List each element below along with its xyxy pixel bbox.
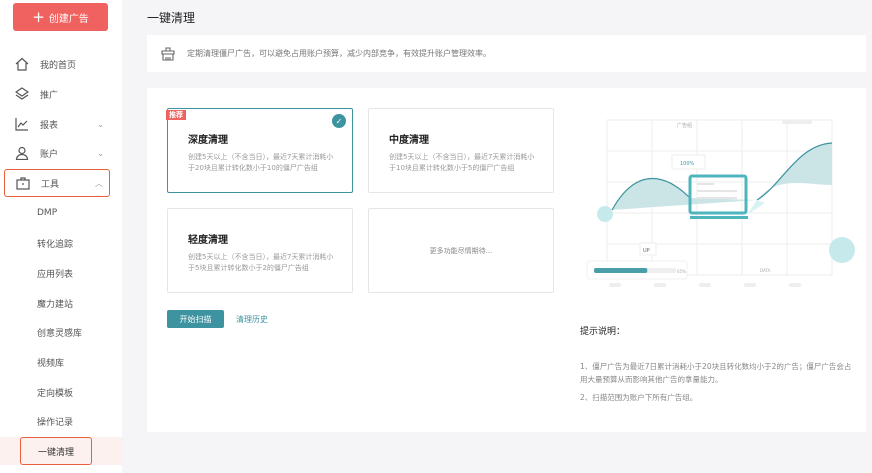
illus-label-top: 广告组: [677, 122, 692, 129]
illus-progress-label: 65%: [677, 269, 686, 274]
sub-item-log[interactable]: 操作记录: [37, 417, 74, 428]
menu-item-account[interactable]: 账户⌄: [4, 139, 110, 167]
broom-icon: [161, 46, 175, 61]
layers-icon: [14, 86, 30, 102]
clean-illustration: 广告组 100% UP 65% DATA: [586, 119, 855, 287]
chevron-down-icon: ⌄: [97, 148, 104, 158]
page-title: 一键清理: [147, 11, 196, 25]
sub-item-targeting[interactable]: 定向模板: [37, 388, 74, 399]
sub-item-one-click-clean[interactable]: 一键清理: [0, 437, 122, 465]
tip-item: 1、僵尸广告为最近7日累计消耗小于20块且转化数均小于2的广告；僵尸广告会占用大…: [580, 362, 852, 384]
recommend-badge: 推荐: [166, 110, 186, 120]
check-icon: ✓: [332, 114, 346, 128]
card-medium-clean[interactable]: 中度清理 创建5天以上（不含当日），最近7天累计消耗小于10块且累计转化数小于5…: [368, 108, 554, 193]
home-icon: [14, 56, 30, 72]
tips-title: 提示说明：: [580, 327, 626, 337]
chevron-up-icon: ︿: [95, 178, 103, 188]
menu-item-reports[interactable]: 报表⌄: [4, 110, 110, 138]
start-scan-button[interactable]: 开始扫描: [167, 310, 224, 328]
sidebar: +创建广告 我的首页 推广 报表⌄ 账户⌄ 工具︿ DMP 转化追踪 应用列表 …: [0, 0, 122, 473]
card-deep-clean[interactable]: 推荐 ✓ 深度清理 创建5天以上（不含当日），最近7天累计消耗小于20块且累计转…: [166, 108, 353, 193]
chart-icon: [14, 116, 30, 132]
menu-item-promotion[interactable]: 推广: [4, 80, 110, 108]
sub-item-dmp[interactable]: DMP: [37, 208, 58, 218]
sub-item-conversion[interactable]: 转化追踪: [37, 239, 74, 250]
sub-item-apps[interactable]: 应用列表: [37, 269, 74, 280]
menu-item-home[interactable]: 我的首页: [4, 50, 110, 78]
chevron-down-icon: ⌄: [97, 119, 104, 129]
main-panel: 推荐 ✓ 深度清理 创建5天以上（不含当日），最近7天累计消耗小于20块且累计转…: [147, 88, 866, 432]
tip-item: 2、扫描范围为账户下所有广告组。: [580, 393, 698, 402]
tips-list: 1、僵尸广告为最近7日累计消耗小于20块且转化数均小于2的广告；僵尸广告会占用大…: [580, 360, 855, 409]
sub-item-video[interactable]: 视频库: [37, 358, 65, 369]
create-ad-button[interactable]: +创建广告: [13, 3, 108, 31]
clean-history-link[interactable]: 清理历史: [236, 314, 268, 324]
illus-pct-tag: 100%: [680, 161, 695, 167]
toolbox-icon: [15, 175, 31, 191]
illus-data-label: DATA: [760, 268, 771, 273]
plus-icon: +: [32, 7, 45, 26]
illus-up-tag: UP: [643, 248, 650, 254]
card-light-clean[interactable]: 轻度清理 创建5天以上（不含当日），最近7天累计消耗小于5块且累计转化数小于2的…: [167, 208, 353, 293]
sub-item-site[interactable]: 魔力建站: [37, 299, 74, 310]
illus-progress-fill: [594, 268, 648, 273]
sub-item-inspiration[interactable]: 创意灵感库: [37, 328, 83, 339]
card-more-coming: 更多功能尽情期待...: [368, 208, 554, 293]
info-bar: 定期清理僵尸广告，可以避免占用账户预算，减少内部竞争，有效提升账户管理效率。: [147, 35, 866, 72]
menu-item-tools[interactable]: 工具︿: [4, 169, 110, 197]
user-icon: [14, 145, 30, 161]
